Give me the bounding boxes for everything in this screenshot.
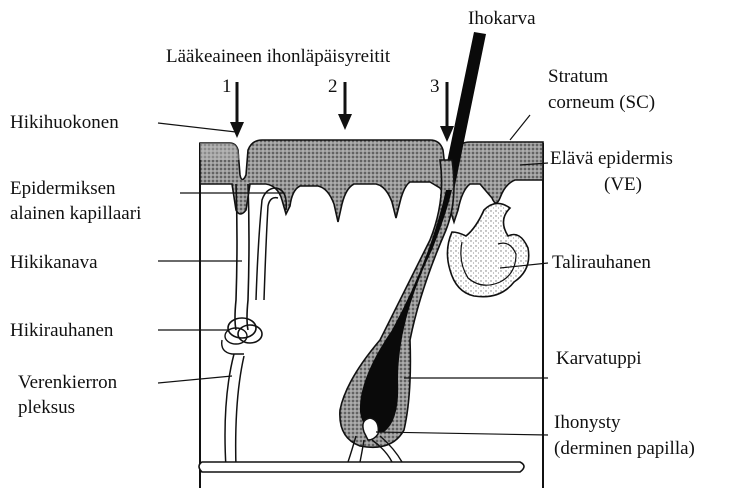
label-talirauhanen: Talirauhanen [552,252,651,273]
route-arrow-1 [230,82,244,138]
label-stratum-line2: corneum (SC) [548,92,655,113]
label-ihonysty-line1: Ihonysty [554,412,621,433]
label-elava-line2: (VE) [604,174,642,195]
label-ihonysty-line2: (derminen papilla) [554,438,695,459]
label-hikihuokonen: Hikihuokonen [10,112,119,133]
sweat-gland [222,318,262,354]
route-number-2: 2 [328,76,338,97]
route-number-1: 1 [222,76,232,97]
label-hikirauhanen: Hikirauhanen [10,320,114,341]
label-stratum-line1: Stratum [548,66,608,87]
route-arrow-2 [338,82,352,130]
label-epidermiksen-line1: Epidermiksen [10,178,116,199]
subepidermal-capillary [256,188,286,300]
label-ihokarva: Ihokarva [468,8,536,29]
label-elava-line1: Elävä epidermis [550,148,673,169]
diagram-title: Lääkeaineen ihonläpäisyreitit [166,46,391,67]
route-number-3: 3 [430,76,440,97]
label-hikikanava: Hikikanava [10,252,98,273]
label-verenkierron-line2: pleksus [18,397,75,418]
label-epidermiksen-line2: alainen kapillaari [10,203,141,224]
label-verenkierron-line1: Verenkierron [18,372,118,393]
route-arrow-3 [440,82,454,142]
sebaceous-gland [447,203,528,296]
label-karvatuppi: Karvatuppi [556,348,641,369]
